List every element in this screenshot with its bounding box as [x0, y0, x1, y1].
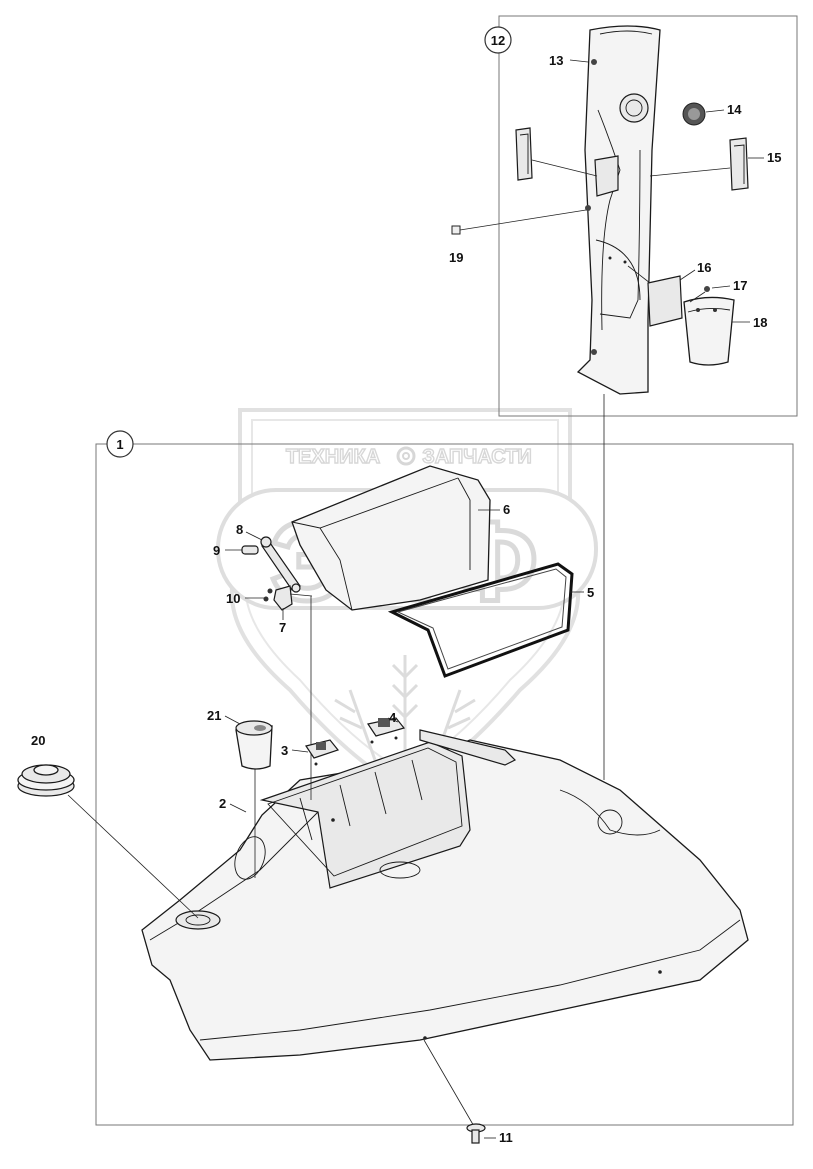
svg-text:14: 14: [727, 102, 742, 117]
svg-text:10: 10: [226, 591, 240, 606]
group-12-frame: [498, 15, 798, 417]
hinge-3: [305, 739, 340, 766]
callout-3: 3: [281, 743, 309, 758]
svg-text:1: 1: [116, 437, 123, 452]
plug-20: [17, 764, 75, 797]
floor-tray: [141, 729, 749, 1061]
svg-text:2: 2: [219, 796, 226, 811]
callout-13: 13: [549, 53, 589, 68]
svg-text:5: 5: [587, 585, 594, 600]
strut-assembly: [241, 536, 313, 800]
svg-text:6: 6: [503, 502, 510, 517]
plug-20-leader: [67, 794, 199, 919]
group-12-marker: 12: [484, 26, 512, 54]
group-1-frame: [95, 443, 794, 1126]
cup-21: [235, 720, 273, 770]
gear-icon: [396, 446, 416, 466]
pocket-assembly: [627, 265, 735, 366]
seal-5: [387, 562, 574, 678]
svg-text:21: 21: [207, 708, 221, 723]
callout-5: 5: [570, 585, 594, 600]
callout-19: 19: [449, 250, 463, 265]
svg-text:9: 9: [213, 543, 220, 558]
screw-19: [451, 209, 587, 235]
group-1-marker: 1: [106, 430, 134, 458]
svg-text:11: 11: [499, 1130, 513, 1145]
svg-text:19: 19: [449, 250, 463, 265]
svg-text:8: 8: [236, 522, 243, 537]
clip-15: [515, 127, 749, 191]
svg-text:15: 15: [767, 150, 781, 165]
grommet-14: [619, 93, 706, 126]
svg-text:3: 3: [281, 743, 288, 758]
svg-text:16: 16: [697, 260, 711, 275]
callout-16: 16: [679, 260, 711, 281]
callout-10: 10: [226, 591, 264, 606]
svg-text:12: 12: [491, 33, 505, 48]
callout-6: 6: [478, 502, 510, 517]
screw-11-leader: [423, 1039, 476, 1129]
callout-7: 7: [279, 608, 286, 635]
watermark-caption-left: ТЕХНИКА: [286, 446, 380, 468]
callout-11: 11: [484, 1130, 513, 1145]
callout-21: 21: [207, 708, 241, 725]
svg-text:18: 18: [753, 315, 767, 330]
svg-text:17: 17: [733, 278, 747, 293]
watermark-caption-right: ЗАПЧАСТИ: [422, 446, 532, 468]
lid-6: [291, 465, 491, 611]
wheat-emblem: [334, 655, 476, 761]
svg-text:7: 7: [279, 620, 286, 635]
svg-text:20: 20: [31, 733, 45, 748]
pillar-trim: [576, 25, 661, 395]
callout-18: 18: [732, 315, 767, 330]
callout-4: 4: [387, 710, 399, 725]
callout-2: 2: [219, 796, 247, 813]
hinge-4: [367, 717, 406, 744]
svg-text:4: 4: [389, 710, 397, 725]
callout-17: 17: [711, 278, 747, 293]
callout-14: 14: [705, 102, 742, 117]
screw-11: [466, 1123, 486, 1144]
callout-15: 15: [748, 150, 781, 165]
callout-20: 20: [31, 733, 45, 748]
svg-text:13: 13: [549, 53, 563, 68]
callout-8: 8: [236, 522, 263, 541]
callout-9: 9: [213, 543, 242, 558]
